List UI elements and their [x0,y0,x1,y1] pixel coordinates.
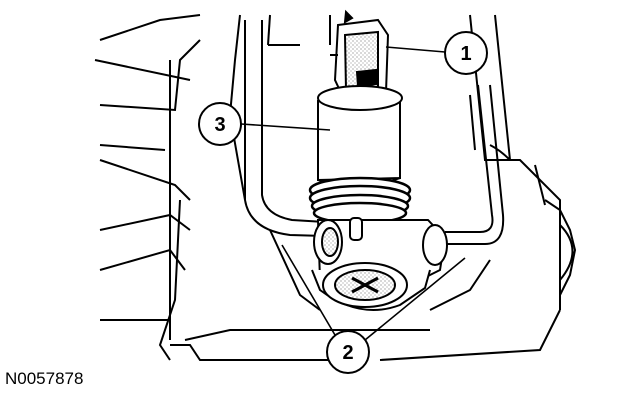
leader-line-1 [385,46,446,53]
leader-line-3 [240,123,331,131]
callout-number: 3 [214,114,225,136]
leader-line-2a [281,244,336,336]
housing-outline [94,14,577,361]
callout-circle [198,102,242,146]
callout-number: 2 [342,342,353,364]
callout-circle [444,31,488,75]
callout-number: 1 [460,43,471,65]
ribbed-coupler [308,176,412,225]
solenoid-body [317,85,403,187]
callout-circle [326,330,370,374]
callout-3: 3 [198,102,242,146]
callout-2: 2 [326,330,370,374]
leader-lines [240,46,466,341]
electrical-connector [330,9,390,97]
mounting-bracket [311,262,431,311]
callout-1: 1 [444,31,488,75]
vacuum-hose-right [445,84,505,245]
leader-line-2b [364,257,466,341]
vacuum-hose-left [244,20,326,237]
figure-id: N0057878 [5,369,83,388]
